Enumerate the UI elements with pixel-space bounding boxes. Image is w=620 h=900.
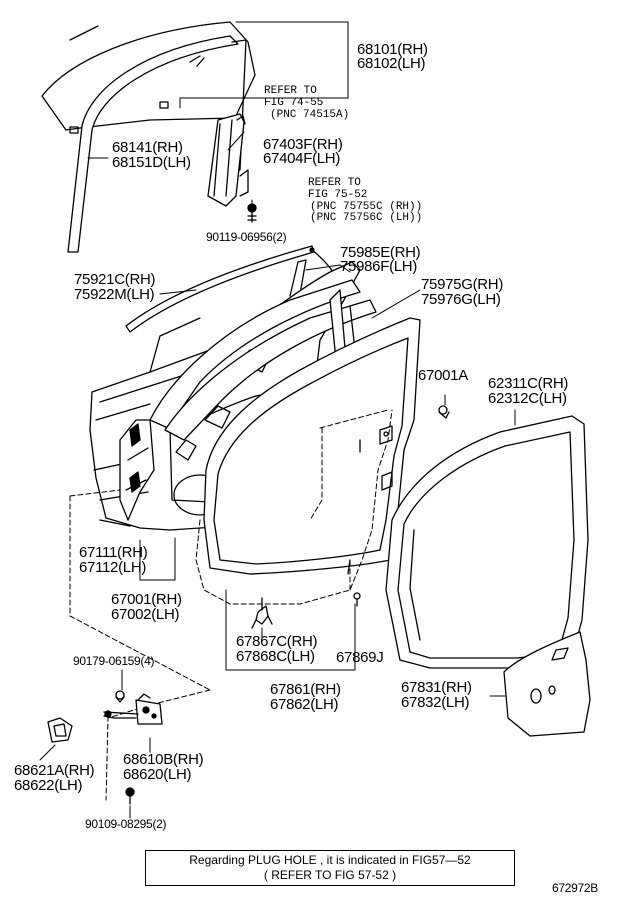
part-label-68101: 68101(RH) bbox=[357, 41, 428, 58]
part-label-90119: 90119-06956(2) bbox=[206, 230, 287, 244]
pillar-fasteners bbox=[347, 425, 393, 575]
part-label-68141: 68141(RH) bbox=[112, 139, 183, 156]
part-label-67404: 67404F(LH) bbox=[263, 150, 341, 167]
reference-label: FIG 75-52 bbox=[308, 189, 368, 201]
part-label-67403: 67403F(RH) bbox=[263, 136, 343, 153]
part-label-68102: 68102(LH) bbox=[357, 55, 426, 72]
reference-label: (PNC 74515A) bbox=[270, 109, 350, 121]
door-stopper bbox=[47, 717, 73, 743]
part-label-62312: 62312C(LH) bbox=[488, 390, 567, 407]
part-label-68610: 68610B(RH) bbox=[123, 751, 204, 768]
note-line-1: Regarding PLUG HOLE , it is indicated in… bbox=[189, 853, 471, 867]
part-label-90109: 90109-08295(2) bbox=[85, 817, 167, 831]
part-label-67868: 67868C(LH) bbox=[236, 648, 315, 665]
hinge-reinforcement bbox=[119, 419, 155, 521]
reference-label: (PNC 75756C (LH)) bbox=[310, 212, 423, 224]
screw-90179 bbox=[115, 690, 125, 703]
body-opening-outline bbox=[69, 409, 393, 801]
part-label-67867: 67867C(RH) bbox=[236, 633, 318, 650]
part-label-68622: 68622(LH) bbox=[14, 777, 83, 794]
part-label-68620: 68620(LH) bbox=[123, 766, 192, 783]
part-label-67862: 67862(LH) bbox=[270, 696, 339, 713]
part-label-75976: 75976G(LH) bbox=[421, 291, 501, 308]
leader-lines bbox=[39, 21, 516, 819]
reference-label: REFER TO bbox=[264, 85, 317, 97]
part-label-67831: 67831(RH) bbox=[401, 679, 472, 696]
door-check bbox=[103, 693, 163, 725]
part-label-68151: 68151D(LH) bbox=[112, 154, 191, 171]
bolt-90109 bbox=[125, 787, 135, 805]
service-hole-cover bbox=[503, 631, 591, 737]
opening-weatherstrip bbox=[203, 317, 421, 575]
part-label-62311: 62311C(RH) bbox=[488, 375, 569, 392]
part-label-68621: 68621A(RH) bbox=[14, 762, 95, 779]
body-weatherstrip bbox=[385, 415, 589, 669]
reference-label: REFER TO bbox=[308, 177, 361, 189]
part-label-67001: 67001(RH) bbox=[111, 591, 182, 608]
clip-67867 bbox=[251, 597, 273, 629]
screw-90119 bbox=[247, 203, 257, 223]
part-label-67001a: 67001A bbox=[418, 367, 468, 384]
reference-label: FIG 74-55 bbox=[264, 97, 324, 109]
door-frame-weatherstrips bbox=[149, 279, 377, 441]
part-label-75921: 75921C(RH) bbox=[74, 271, 156, 288]
note-line-2: ( REFER TO FIG 57-52 ) bbox=[263, 868, 397, 882]
part-label-67861: 67861(RH) bbox=[270, 681, 341, 698]
part-label-75985: 75985E(RH) bbox=[340, 244, 421, 261]
part-label-75922: 75922M(LH) bbox=[74, 286, 155, 303]
part-label-90179: 90179-06159(4) bbox=[73, 654, 155, 668]
clip-67001a bbox=[438, 405, 450, 419]
division-bar bbox=[207, 113, 249, 207]
drawing-id: 672972B bbox=[552, 881, 598, 895]
reference-label: (PNC 75755C (RH)) bbox=[310, 201, 423, 213]
part-label-67112: 67112(LH) bbox=[79, 559, 147, 576]
part-label-75975: 75975G(RH) bbox=[421, 276, 504, 293]
plug-hole-note: Regarding PLUG HOLE , it is indicated in… bbox=[145, 850, 515, 886]
part-label-67869: 67869J bbox=[336, 649, 384, 666]
part-label-67002: 67002(LH) bbox=[111, 606, 180, 623]
part-label-67832: 67832(LH) bbox=[401, 694, 470, 711]
part-label-67111: 67111(RH) bbox=[79, 544, 148, 561]
part-label-75986: 75986F(LH) bbox=[340, 258, 418, 275]
clip-67869 bbox=[353, 592, 361, 607]
